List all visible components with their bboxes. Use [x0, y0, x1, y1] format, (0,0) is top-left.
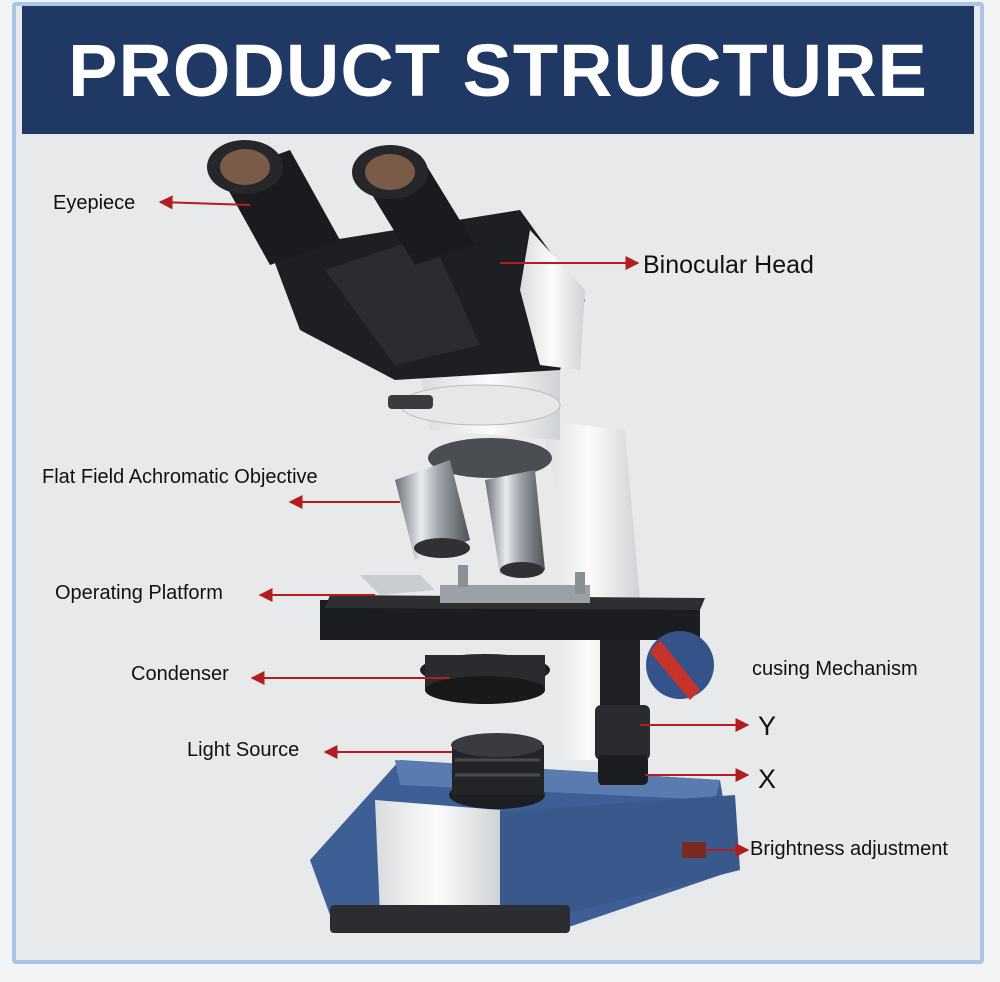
- label-y: Y: [758, 711, 777, 741]
- eyepieces: [207, 140, 475, 265]
- operating-platform: [320, 565, 705, 640]
- eyepiece-arrow: [158, 195, 251, 210]
- brightness-knob: [682, 842, 706, 858]
- label-brightness-adjustment: Brightness adjustment: [750, 838, 948, 860]
- objective-turret: [395, 438, 552, 578]
- label-x: X: [758, 764, 777, 794]
- label-binocular-head: Binocular Head: [643, 251, 814, 279]
- label-condenser: Condenser: [131, 663, 229, 685]
- focusing-mechanism: [595, 631, 714, 785]
- label-focusing-mechanism: cusing Mechanism: [752, 658, 918, 680]
- label-eyepiece: Eyepiece: [53, 192, 136, 214]
- label-light-source: Light Source: [187, 739, 300, 761]
- callout-arrows: [158, 195, 750, 857]
- binocular-head: [270, 210, 585, 380]
- page-title: PRODUCT STRUCTURE: [68, 28, 928, 112]
- title-banner: PRODUCT STRUCTURE: [22, 6, 974, 134]
- light-source: [449, 733, 545, 809]
- label-operating-platform: Operating Platform: [55, 582, 223, 604]
- condenser: [420, 654, 550, 704]
- label-objective: Flat Field Achromatic Objective: [42, 466, 318, 488]
